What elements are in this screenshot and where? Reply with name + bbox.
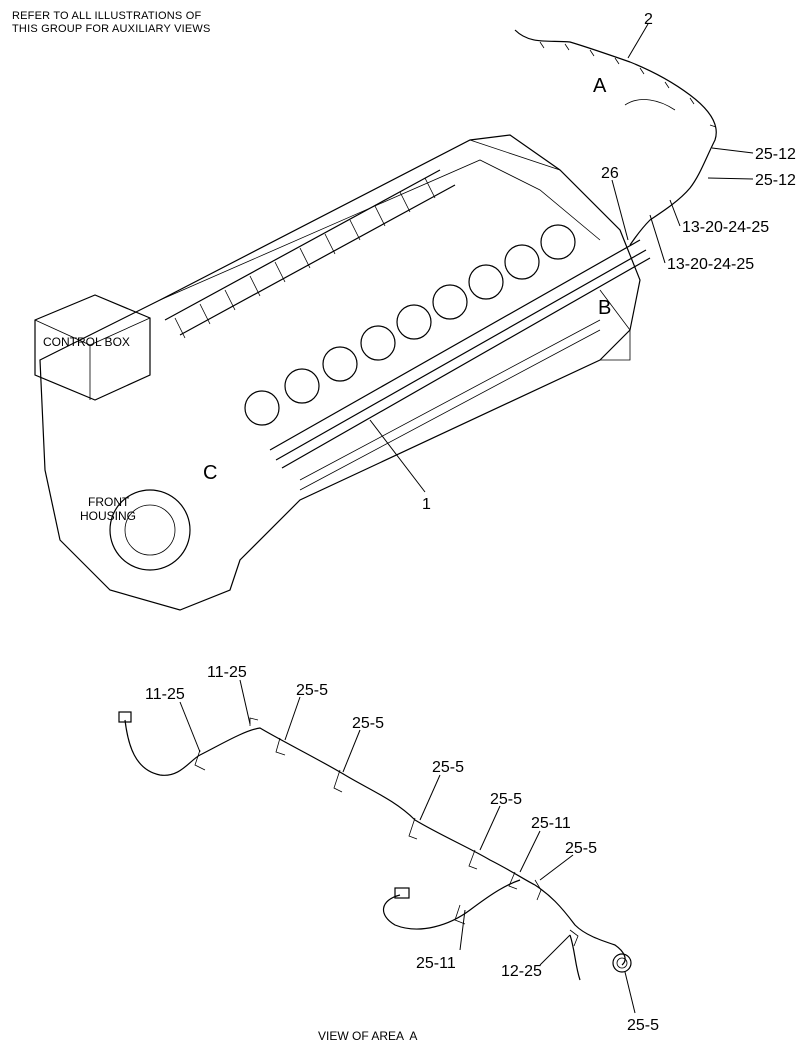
detail-view-caption: VIEW OF AREA A [318, 1029, 417, 1043]
detail-leader-lines [179, 679, 636, 1014]
detail-callout-25-5-b: 25-5 [352, 715, 384, 732]
zone-c-label: C [203, 462, 217, 484]
callout-clip-upper: 25-12 [755, 146, 796, 163]
zone-a-label: A [593, 75, 607, 97]
auxiliary-views-note-line-2: THIS GROUP FOR AUXILIARY VIEWS [12, 23, 211, 35]
detail-callout-25-11-upper: 25-11 [531, 815, 571, 832]
cylinder-bank [244, 224, 576, 426]
detail-callout-11-25-left: 11-25 [145, 686, 185, 703]
detail-callout-25-11-lower: 25-11 [416, 955, 456, 972]
front-housing-label-line-1: FRONT [88, 495, 130, 509]
detail-callout-25-5-f: 25-5 [627, 1017, 659, 1034]
zone-b-label: B [598, 297, 611, 319]
detail-callout-12-25: 12-25 [501, 963, 542, 980]
detail-callout-25-5-c: 25-5 [432, 759, 464, 776]
front-housing-label-line-2: HOUSING [80, 509, 136, 523]
auxiliary-views-note: REFER TO ALL ILLUSTRATIONS OF THIS GROUP… [12, 10, 211, 36]
detail-callout-25-5-d: 25-5 [490, 791, 522, 808]
callout-part-26: 26 [601, 165, 619, 182]
control-box-label: CONTROL BOX [43, 335, 130, 349]
callout-harness-2: 2 [644, 11, 653, 28]
auxiliary-views-note-line-1: REFER TO ALL ILLUSTRATIONS OF [12, 10, 202, 22]
detail-callout-25-5-a: 25-5 [296, 682, 328, 699]
main-leader-lines [369, 23, 754, 493]
callout-harness-1: 1 [422, 496, 431, 513]
callout-clip-lower: 25-12 [755, 172, 796, 189]
callout-bolt-lower: 13-20-24-25 [667, 256, 754, 273]
detail-harness-drawing [118, 711, 632, 981]
detail-callout-11-25-top: 11-25 [207, 664, 247, 681]
engine-drawing [34, 134, 651, 611]
callout-bolt-upper: 13-20-24-25 [682, 219, 769, 236]
harness-2-drawing [514, 29, 717, 246]
detail-callout-25-5-e: 25-5 [565, 840, 597, 857]
